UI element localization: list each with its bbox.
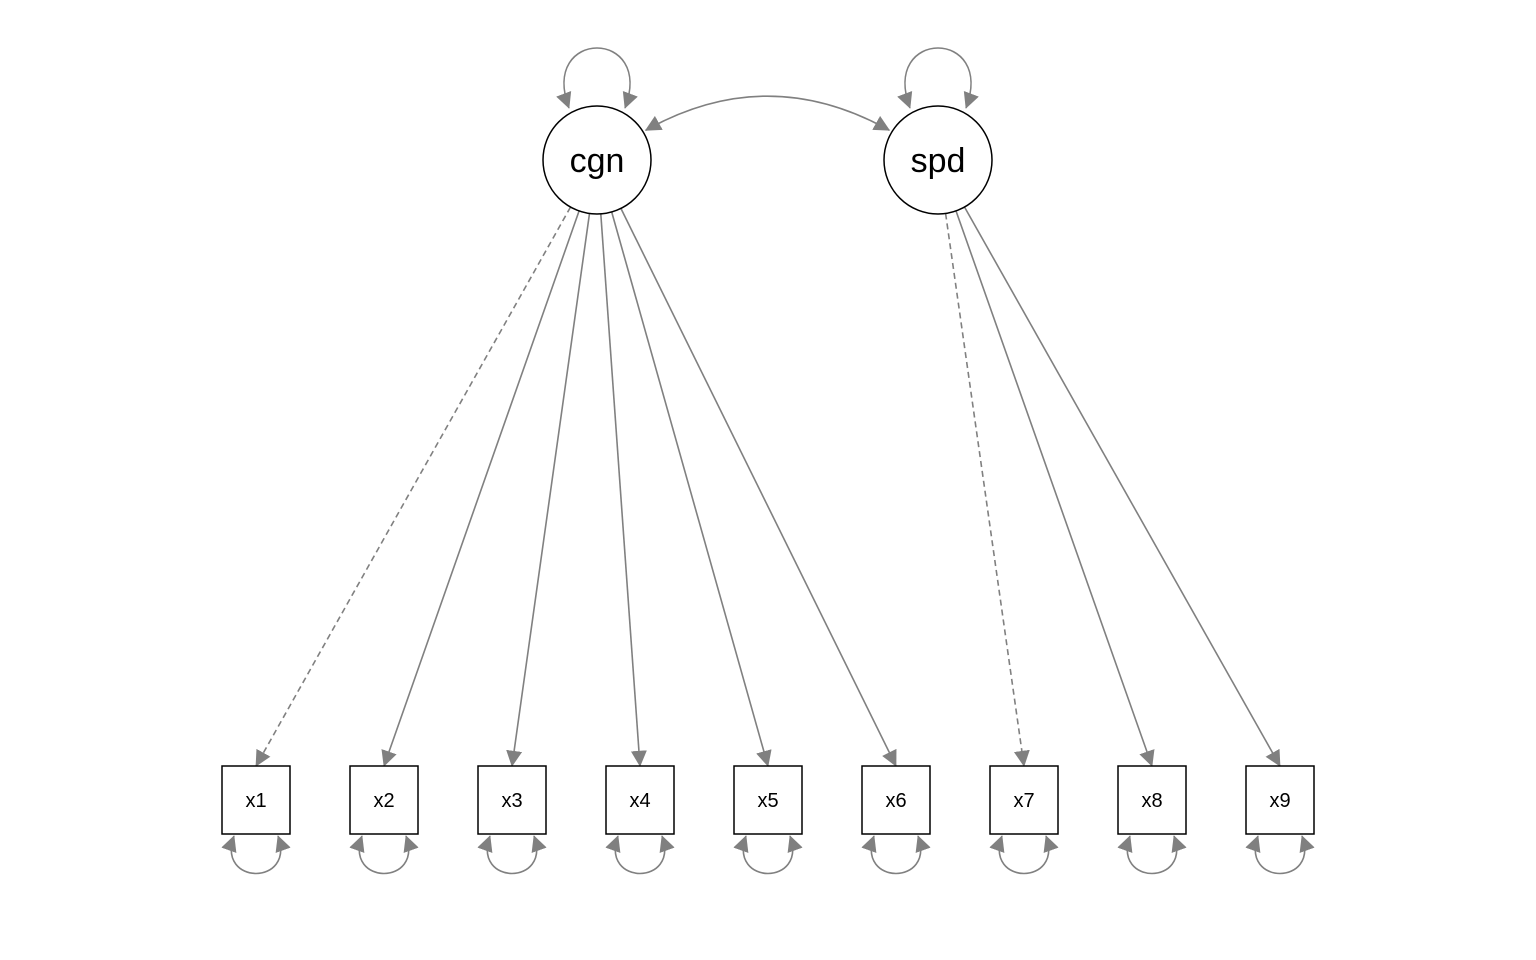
manifest-box-x7 [989,765,1059,835]
manifest-box-x2 [349,765,419,835]
manifest-node-x2: x2 [349,765,419,835]
manifest-node-x1: x1 [221,765,291,835]
manifest-node-x6: x6 [861,765,931,835]
variance-loop-cgn [556,47,638,109]
manifest-node-x8: x8 [1117,765,1187,835]
latent-circle-spd [883,105,993,215]
residual-loop-x2 [349,835,419,875]
covariance-edge-cgn-spd [644,95,891,131]
manifest-label-x7: x7 [1013,790,1034,812]
manifest-box-x8 [1117,765,1187,835]
loading-edge-cgn-x1 [255,206,572,767]
manifest-box-x3 [477,765,547,835]
manifest-label-x8: x8 [1141,790,1162,812]
manifest-label-x4: x4 [629,790,650,812]
loading-edge-cgn-x6 [620,208,897,767]
loading-edge-spd-x9 [963,206,1281,767]
residual-loop-x5 [733,835,803,875]
manifest-label-x6: x6 [885,790,906,812]
manifest-box-x6 [861,765,931,835]
residual-loop-x9 [1245,835,1315,875]
latent-node-cgn: cgn [542,105,652,215]
residual-loop-x4 [605,835,675,875]
residual-loop-x8 [1117,835,1187,875]
manifest-label-x1: x1 [245,790,266,812]
loading-edge-spd-x8 [955,210,1155,767]
nodes-layer: cgn spd x1 x2 x3 x4 x5 x6 x7 x8 x9 [221,105,1315,835]
manifest-label-x5: x5 [757,790,778,812]
manifest-label-x3: x3 [501,790,522,812]
manifest-node-x9: x9 [1245,765,1315,835]
manifest-box-x5 [733,765,803,835]
latent-label-cgn: cgn [570,142,625,180]
manifest-box-x1 [221,765,291,835]
loading-edge-spd-x7 [944,213,1030,767]
loading-edge-cgn-x4 [600,213,647,767]
manifest-node-x3: x3 [477,765,547,835]
manifest-node-x5: x5 [733,765,803,835]
loading-edge-cgn-x2 [381,210,580,767]
manifest-label-x2: x2 [373,790,394,812]
loading-edge-cgn-x5 [610,211,772,767]
variance-loop-spd [897,47,979,109]
loading-edge-cgn-x3 [506,213,591,767]
manifest-node-x7: x7 [989,765,1059,835]
latent-node-spd: spd [883,105,993,215]
edges-layer [221,47,1315,875]
manifest-label-x9: x9 [1269,790,1290,812]
residual-loop-x6 [861,835,931,875]
manifest-node-x4: x4 [605,765,675,835]
residual-loop-x1 [221,835,291,875]
latent-circle-cgn [542,105,652,215]
manifest-box-x4 [605,765,675,835]
latent-label-spd: spd [911,142,966,180]
manifest-box-x9 [1245,765,1315,835]
residual-loop-x3 [477,835,547,875]
residual-loop-x7 [989,835,1059,875]
